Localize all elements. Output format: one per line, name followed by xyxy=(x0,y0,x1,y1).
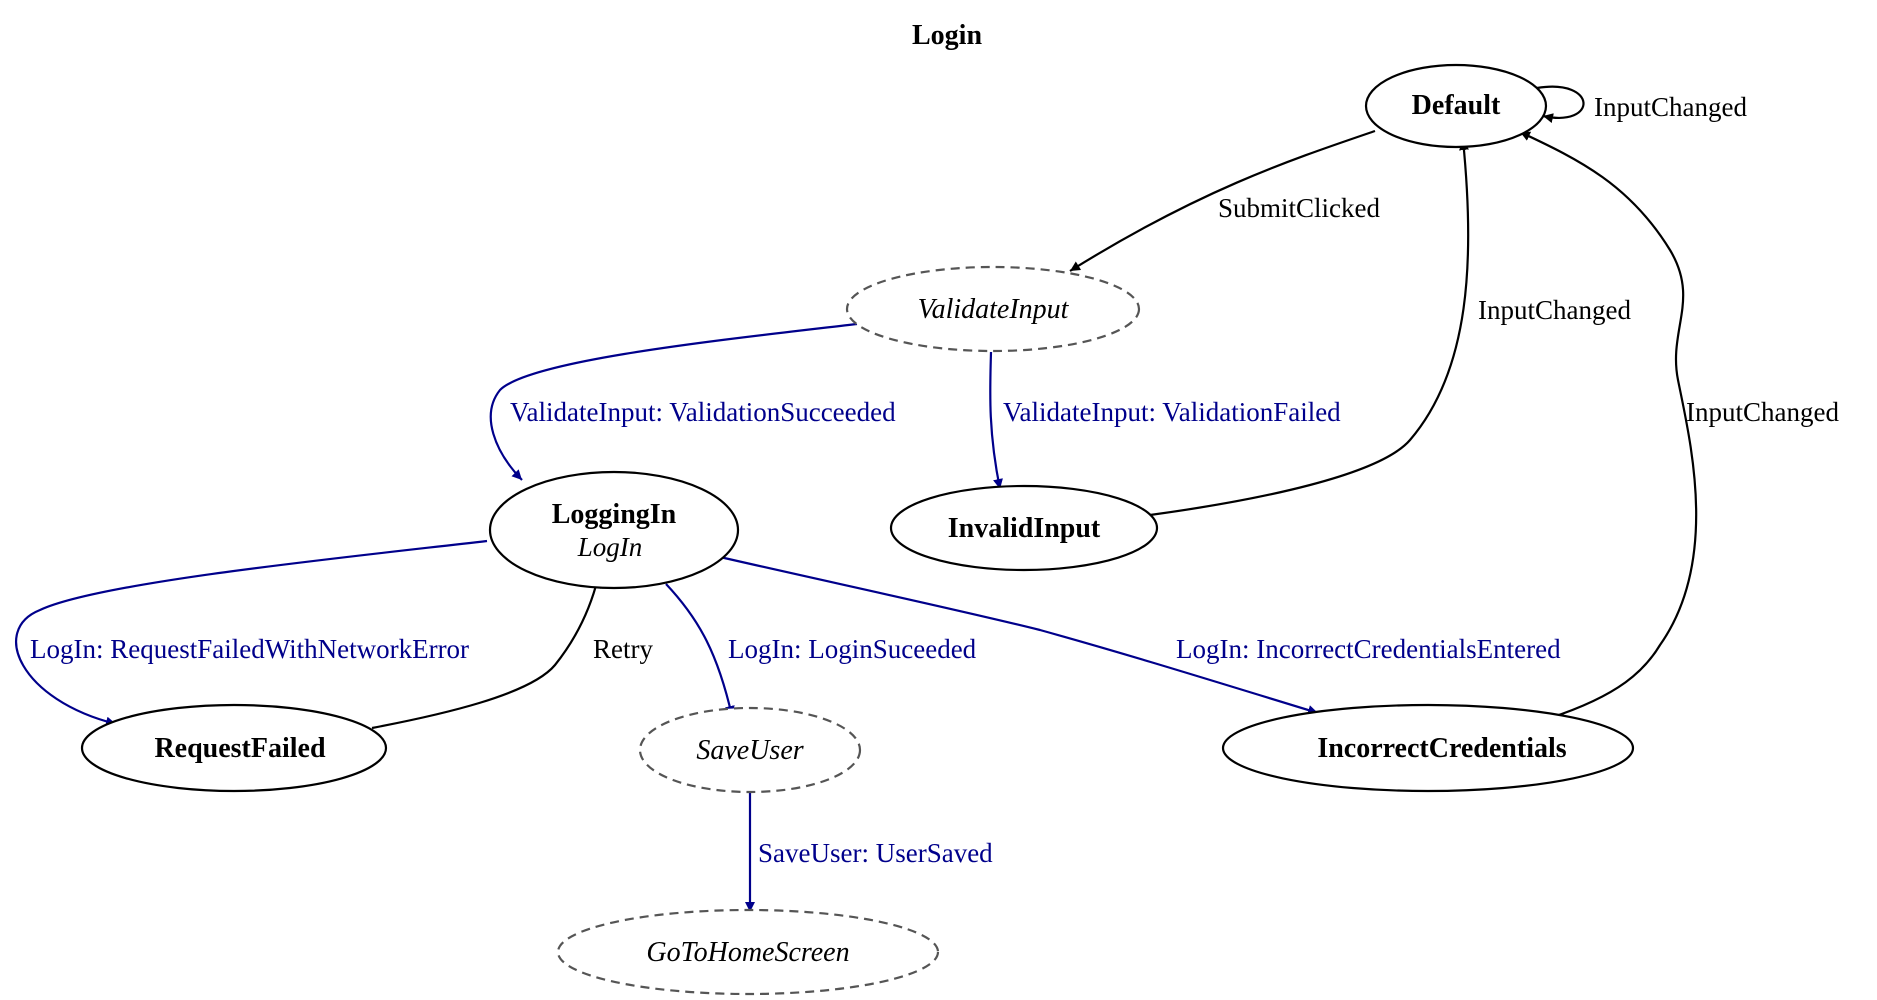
edge-invalid-input-to-default-path xyxy=(1149,139,1470,517)
node-logging-in-shape xyxy=(488,470,740,590)
node-default: Default xyxy=(1364,63,1548,149)
node-request-failed-shape xyxy=(80,703,388,793)
node-validate-input-shape xyxy=(845,265,1141,353)
node-incorrect-credentials-label: IncorrectCredentials xyxy=(1317,733,1566,764)
edge-logging-in-to-incorrect-credentials-label: LogIn: IncorrectCredentialsEntered xyxy=(1176,634,1561,664)
edge-validate-to-logging-in-path xyxy=(489,322,858,481)
edge-request-failed-to-logging-in-path xyxy=(371,577,601,730)
edge-validate-to-logging-in: ValidateInput: ValidationSucceeded xyxy=(489,322,896,481)
node-default-shape xyxy=(1364,63,1548,149)
edge-invalid-input-to-default: InputChanged xyxy=(1149,139,1631,517)
nodes: Default ValidateInput InvalidInput Loggi… xyxy=(80,63,1635,996)
node-go-to-home-screen-label: GoToHomeScreen xyxy=(646,937,849,968)
edge-default-self-loop: InputChanged xyxy=(1536,85,1747,124)
node-logging-in-label: LoggingIn xyxy=(552,499,677,530)
node-default-label: Default xyxy=(1412,90,1501,121)
edge-logging-in-to-request-failed: LogIn: RequestFailedWithNetworkError xyxy=(15,539,488,727)
edge-invalid-input-to-default-label: InputChanged xyxy=(1478,295,1631,325)
edges: InputChanged SubmitClicked ValidateInput… xyxy=(15,85,1839,912)
edge-incorrect-credentials-to-default: InputChanged xyxy=(1519,131,1839,720)
edge-logging-in-to-incorrect-credentials-path xyxy=(719,555,1319,715)
edge-default-to-validate-input: SubmitClicked xyxy=(1069,129,1381,272)
edge-logging-in-to-request-failed-label: LogIn: RequestFailedWithNetworkError xyxy=(30,634,469,664)
edge-request-failed-to-logging-in: Retry xyxy=(371,577,653,730)
node-incorrect-credentials-shape xyxy=(1221,703,1635,793)
edge-default-to-validate-input-label: SubmitClicked xyxy=(1218,193,1381,223)
node-save-user: SaveUser xyxy=(638,706,862,794)
node-invalid-input-label: InvalidInput xyxy=(948,513,1101,544)
node-save-user-shape xyxy=(638,706,862,794)
edge-save-user-to-home-screen-label: SaveUser: UserSaved xyxy=(758,838,993,868)
edge-logging-in-to-request-failed-path xyxy=(15,539,488,727)
edge-logging-in-to-save-user-path xyxy=(665,583,735,717)
edge-logging-in-to-incorrect-credentials: LogIn: IncorrectCredentialsEntered xyxy=(719,555,1561,715)
edge-default-self-loop-path xyxy=(1536,85,1585,124)
edge-validate-to-invalid-input-label: ValidateInput: ValidationFailed xyxy=(1003,397,1341,427)
edge-request-failed-to-logging-in-label: Retry xyxy=(593,634,653,664)
node-save-user-label: SaveUser xyxy=(696,735,803,766)
node-request-failed-label: RequestFailed xyxy=(154,733,326,764)
edge-validate-to-logging-in-label: ValidateInput: ValidationSucceeded xyxy=(510,397,896,427)
node-incorrect-credentials: IncorrectCredentials xyxy=(1221,703,1635,793)
edge-validate-to-invalid-input-path xyxy=(989,351,1003,490)
node-logging-in: LoggingIn LogIn xyxy=(488,470,740,590)
node-logging-in-sublabel: LogIn xyxy=(577,532,643,562)
diagram-title: Login xyxy=(912,20,982,51)
edge-default-self-loop-label: InputChanged xyxy=(1594,92,1747,122)
edge-default-to-validate-input-path xyxy=(1069,129,1376,272)
edge-save-user-to-home-screen: SaveUser: UserSaved xyxy=(745,793,993,912)
edge-logging-in-to-save-user: LogIn: LoginSuceeded xyxy=(665,583,977,717)
node-go-to-home-screen: GoToHomeScreen xyxy=(556,908,940,996)
edge-incorrect-credentials-to-default-path xyxy=(1519,131,1698,720)
edge-logging-in-to-save-user-label: LogIn: LoginSuceeded xyxy=(728,634,977,664)
node-request-failed: RequestFailed xyxy=(80,703,388,793)
edge-validate-to-invalid-input: ValidateInput: ValidationFailed xyxy=(989,351,1341,490)
node-validate-input: ValidateInput xyxy=(845,265,1141,353)
node-invalid-input: InvalidInput xyxy=(889,484,1159,572)
node-go-to-home-screen-shape xyxy=(556,908,940,996)
node-invalid-input-shape xyxy=(889,484,1159,572)
node-validate-input-label: ValidateInput xyxy=(918,294,1070,325)
edge-incorrect-credentials-to-default-label: InputChanged xyxy=(1686,397,1839,427)
